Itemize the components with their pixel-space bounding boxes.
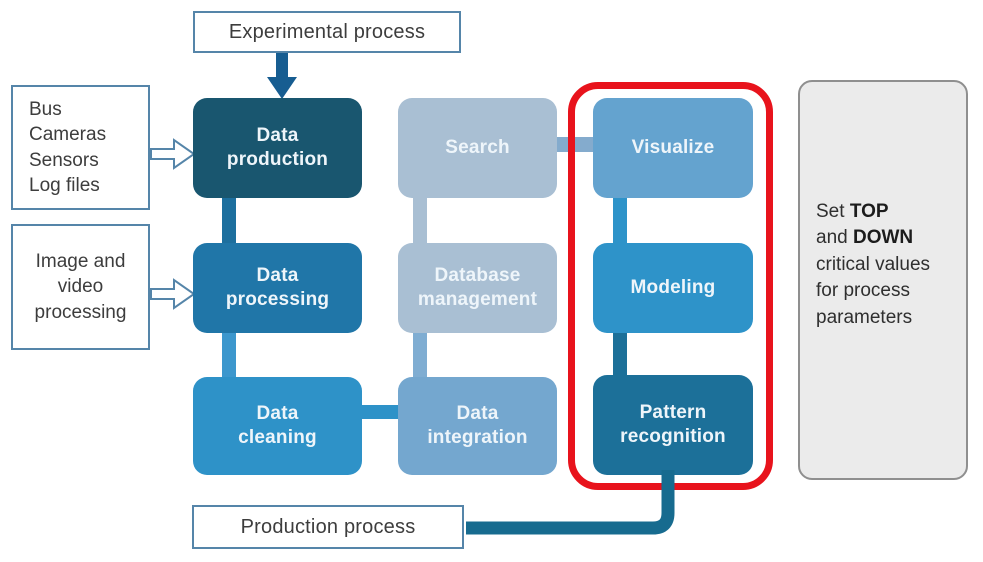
connector-production-processing — [222, 190, 236, 252]
connector-processing-cleaning — [222, 330, 236, 385]
input-sources-text: Bus Cameras Sensors Log files — [29, 99, 107, 196]
production-process-text: Production process — [240, 515, 416, 538]
box-search: Search — [398, 98, 557, 198]
connector-dbmanagement-integration — [413, 330, 427, 385]
box-data-integration: Data integration — [398, 377, 557, 475]
box-data-cleaning: Data cleaning — [193, 377, 362, 475]
input-sources-box: Bus Cameras Sensors Log files — [11, 85, 150, 210]
connector-search-visualize — [552, 137, 602, 152]
experimental-process-text: Experimental process — [228, 20, 426, 43]
connector-modeling-pattern — [613, 330, 627, 385]
input-arrow-icon — [150, 138, 196, 170]
input-imagevideo-box: Image and video processing — [11, 224, 150, 350]
highlight-outline — [568, 82, 773, 490]
box-pattern-recognition: Pattern recognition — [593, 375, 753, 475]
experimental-process-label: Experimental process — [193, 11, 461, 53]
note-box: Set TOP and DOWN critical values for pro… — [798, 80, 968, 480]
connector-cleaning-integration — [350, 405, 408, 419]
box-database-management: Database management — [398, 243, 557, 333]
elbow-connector — [466, 470, 675, 535]
box-data-production: Data production — [193, 98, 362, 198]
production-process-label: Production process — [192, 505, 464, 549]
input-arrow-icon — [150, 278, 196, 310]
connector-visualize-modeling — [613, 190, 627, 252]
box-visualize: Visualize — [593, 98, 753, 198]
box-modeling: Modeling — [593, 243, 753, 333]
input-imagevideo-text: Image and video processing — [34, 251, 127, 323]
down-arrow-icon — [267, 53, 297, 99]
note-text: Set TOP and DOWN critical values for pro… — [816, 200, 931, 328]
connector-search-dbmanagement — [413, 190, 427, 252]
box-data-processing: Data processing — [193, 243, 362, 333]
